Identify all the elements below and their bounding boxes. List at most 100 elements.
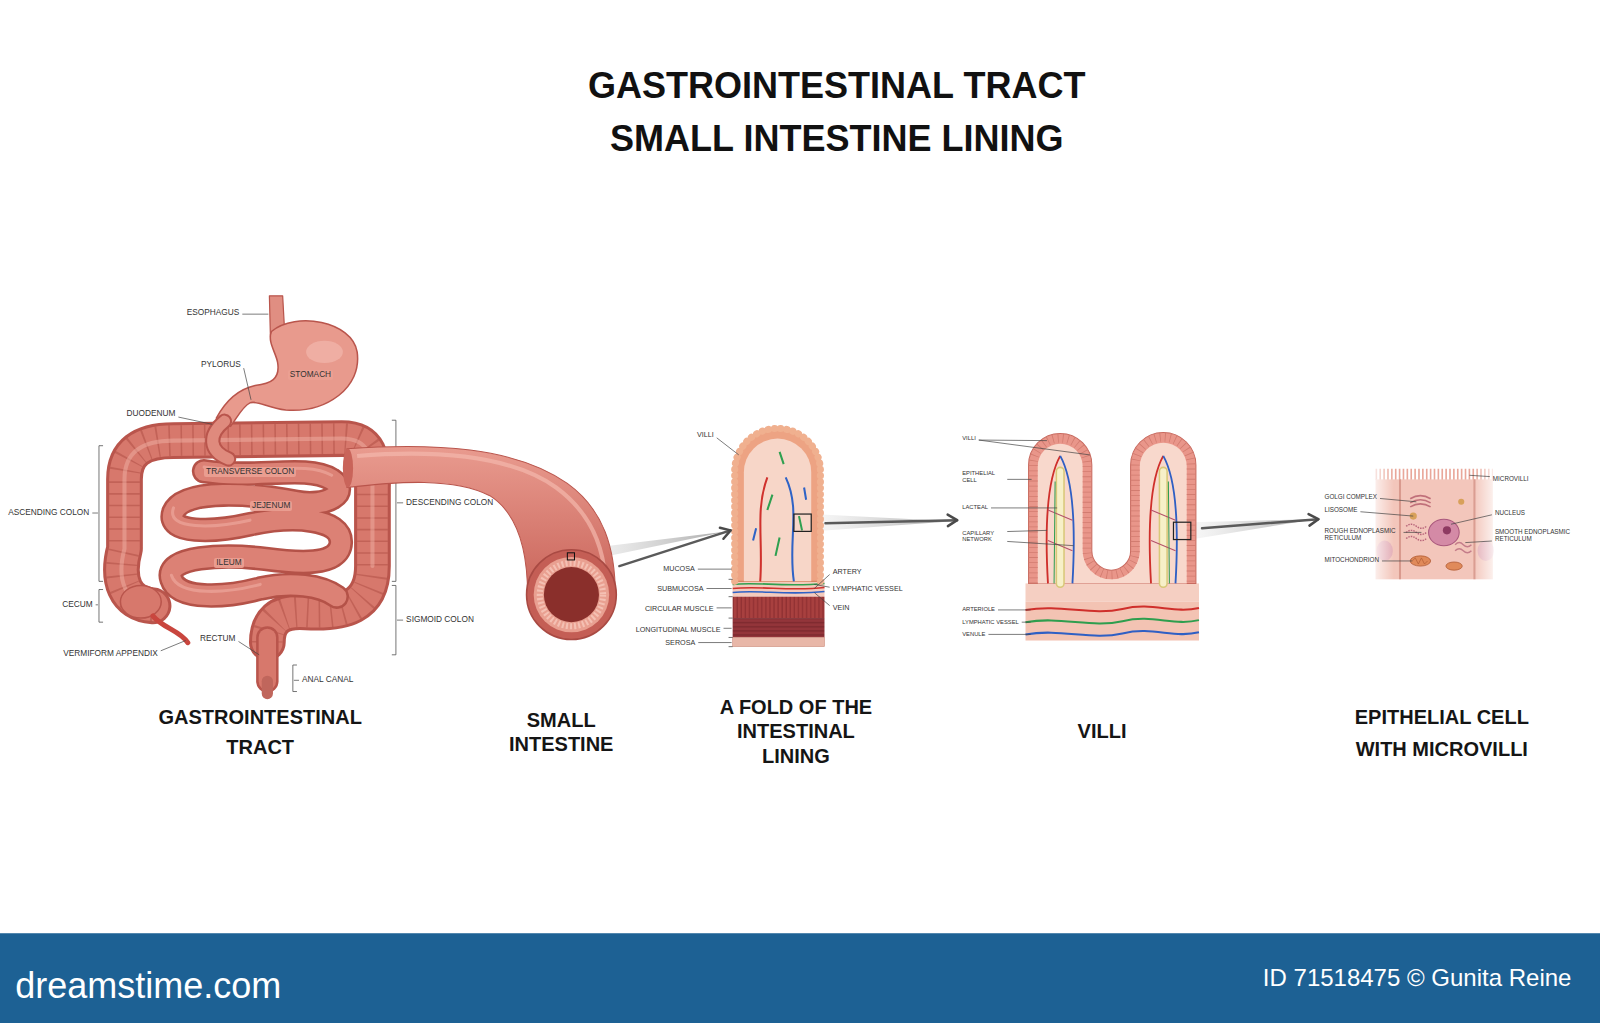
part-label: MICROVILLI xyxy=(1493,475,1529,483)
leader-line xyxy=(991,507,1057,508)
part-label: MUCOSA xyxy=(663,565,695,574)
leader-line xyxy=(1007,479,1031,480)
capillary-blue xyxy=(1060,456,1177,583)
part-label: NUCLEUS xyxy=(1495,509,1525,517)
arrow-head xyxy=(720,528,731,539)
fold-vein xyxy=(786,477,794,581)
part-label: DUODENUM xyxy=(127,409,176,419)
circular-muscle-layer xyxy=(733,597,825,618)
leader-line xyxy=(1382,560,1412,561)
small-intestine-tube xyxy=(343,446,616,639)
part-label: TRANSVERSE COLON xyxy=(204,467,296,477)
submucosa-layer xyxy=(733,579,825,596)
bracket xyxy=(99,446,103,582)
lymph-vessel xyxy=(733,583,825,584)
artery-vessel xyxy=(733,587,825,588)
zoom-arrow xyxy=(826,515,958,526)
venule xyxy=(1026,631,1199,636)
watermark-text: dreamstime.com xyxy=(15,964,281,1007)
illustration-panel: GASTROINTESTINAL TRACT xyxy=(102,291,398,699)
leader-line xyxy=(1465,541,1492,543)
part-label: STOMACH xyxy=(288,370,333,380)
fold-artery xyxy=(760,477,767,581)
colon-highlight xyxy=(121,439,372,606)
intestinal-fold xyxy=(729,428,825,646)
leader-line xyxy=(397,502,403,503)
bracket xyxy=(392,420,396,581)
part-label: VILLI xyxy=(962,435,976,442)
longitudinal-muscle-layer xyxy=(733,618,825,637)
leader-line xyxy=(1007,541,1073,545)
zoom-square xyxy=(1173,522,1190,539)
part-label: ANAL CANAL xyxy=(302,675,353,685)
lacteal-outline xyxy=(1060,471,1163,583)
leader-line xyxy=(717,607,732,608)
fold-lymph xyxy=(767,452,802,556)
leader-line xyxy=(814,584,829,587)
leader-line xyxy=(96,604,98,605)
rectum-outline xyxy=(256,637,278,681)
illustration-panel: EPITHELIAL CELL WITH MICROVILLI xyxy=(1318,467,1578,584)
leader-line xyxy=(294,680,299,681)
cecum xyxy=(120,585,161,618)
lymphatic-vessel xyxy=(1026,619,1199,624)
leader-line xyxy=(1360,512,1413,516)
zoom-square xyxy=(567,553,574,560)
tube-wall xyxy=(527,550,617,640)
watermark-text: ID 71518475 © Gunita Reine xyxy=(1263,964,1572,993)
arrow-line xyxy=(826,520,958,523)
small-intestine-outline xyxy=(171,471,341,596)
bracket xyxy=(392,585,396,654)
part-label: VEIN xyxy=(833,604,850,613)
part-label: ARTERIOLE xyxy=(962,606,995,613)
part-label: CECUM xyxy=(62,600,92,610)
small-intestine xyxy=(171,471,341,596)
part-label: GOLGI COMPLEX xyxy=(1324,493,1377,501)
part-label: LYMPHATIC VESSEL xyxy=(962,619,1018,626)
part-label: ARTERY xyxy=(833,568,862,577)
part-label: CAPILLARY NETWORK xyxy=(962,530,1004,544)
arrow-head xyxy=(1309,514,1319,525)
leader-line xyxy=(242,314,268,315)
part-label: LISOSOME xyxy=(1324,506,1357,514)
part-label: VENULE xyxy=(962,631,985,638)
villi-base xyxy=(1026,583,1199,601)
illustration-panel: SMALL INTESTINE xyxy=(526,546,620,643)
zoom-arrow xyxy=(1202,514,1318,528)
anal-canal xyxy=(262,681,273,693)
duodenum xyxy=(213,421,229,459)
illustration-panel: A FOLD OF THE INTESTINAL LINING xyxy=(731,426,826,650)
part-label: PYLORUS xyxy=(201,360,241,370)
part-label: ILEUM xyxy=(214,558,243,568)
capillary-red xyxy=(1047,456,1164,583)
leader-line xyxy=(717,438,739,455)
layer-ticks xyxy=(729,579,733,646)
leader-line xyxy=(988,634,1030,635)
zoom-arrow xyxy=(619,528,730,566)
part-label: LYMPHATIC VESSEL xyxy=(833,585,903,594)
part-label: ASCENDING COLON xyxy=(8,508,89,518)
stomach-highlight xyxy=(306,341,343,363)
tube-end xyxy=(343,449,353,488)
leader-line xyxy=(724,628,732,629)
tube-mucosa xyxy=(534,557,610,632)
duodenum-outline xyxy=(213,421,229,459)
panel-caption: SMALL INTESTINE xyxy=(494,708,629,757)
leader-line xyxy=(1403,532,1421,533)
leader-line xyxy=(998,609,1031,610)
panel-caption: VILLI xyxy=(1052,719,1152,743)
part-label: VILLI xyxy=(697,431,714,440)
arrow-line xyxy=(1202,519,1318,528)
bracket xyxy=(99,590,103,623)
title-heading: GASTROINTESTINAL TRACT SMALL INTESTINE L… xyxy=(557,59,1117,165)
panel-caption: EPITHELIAL CELL WITH MICROVILLI xyxy=(1339,701,1544,766)
lacteal xyxy=(1060,471,1163,583)
leader-line xyxy=(161,641,186,651)
tube-villi xyxy=(540,563,603,626)
part-label: EPITHELIAL CELL xyxy=(962,470,1004,484)
part-label: SMOOTH EDNOPLASMIC RETICULUM xyxy=(1495,528,1575,543)
leader-line xyxy=(244,368,251,400)
leader-line xyxy=(706,588,731,589)
intestine-highlight xyxy=(171,467,331,591)
